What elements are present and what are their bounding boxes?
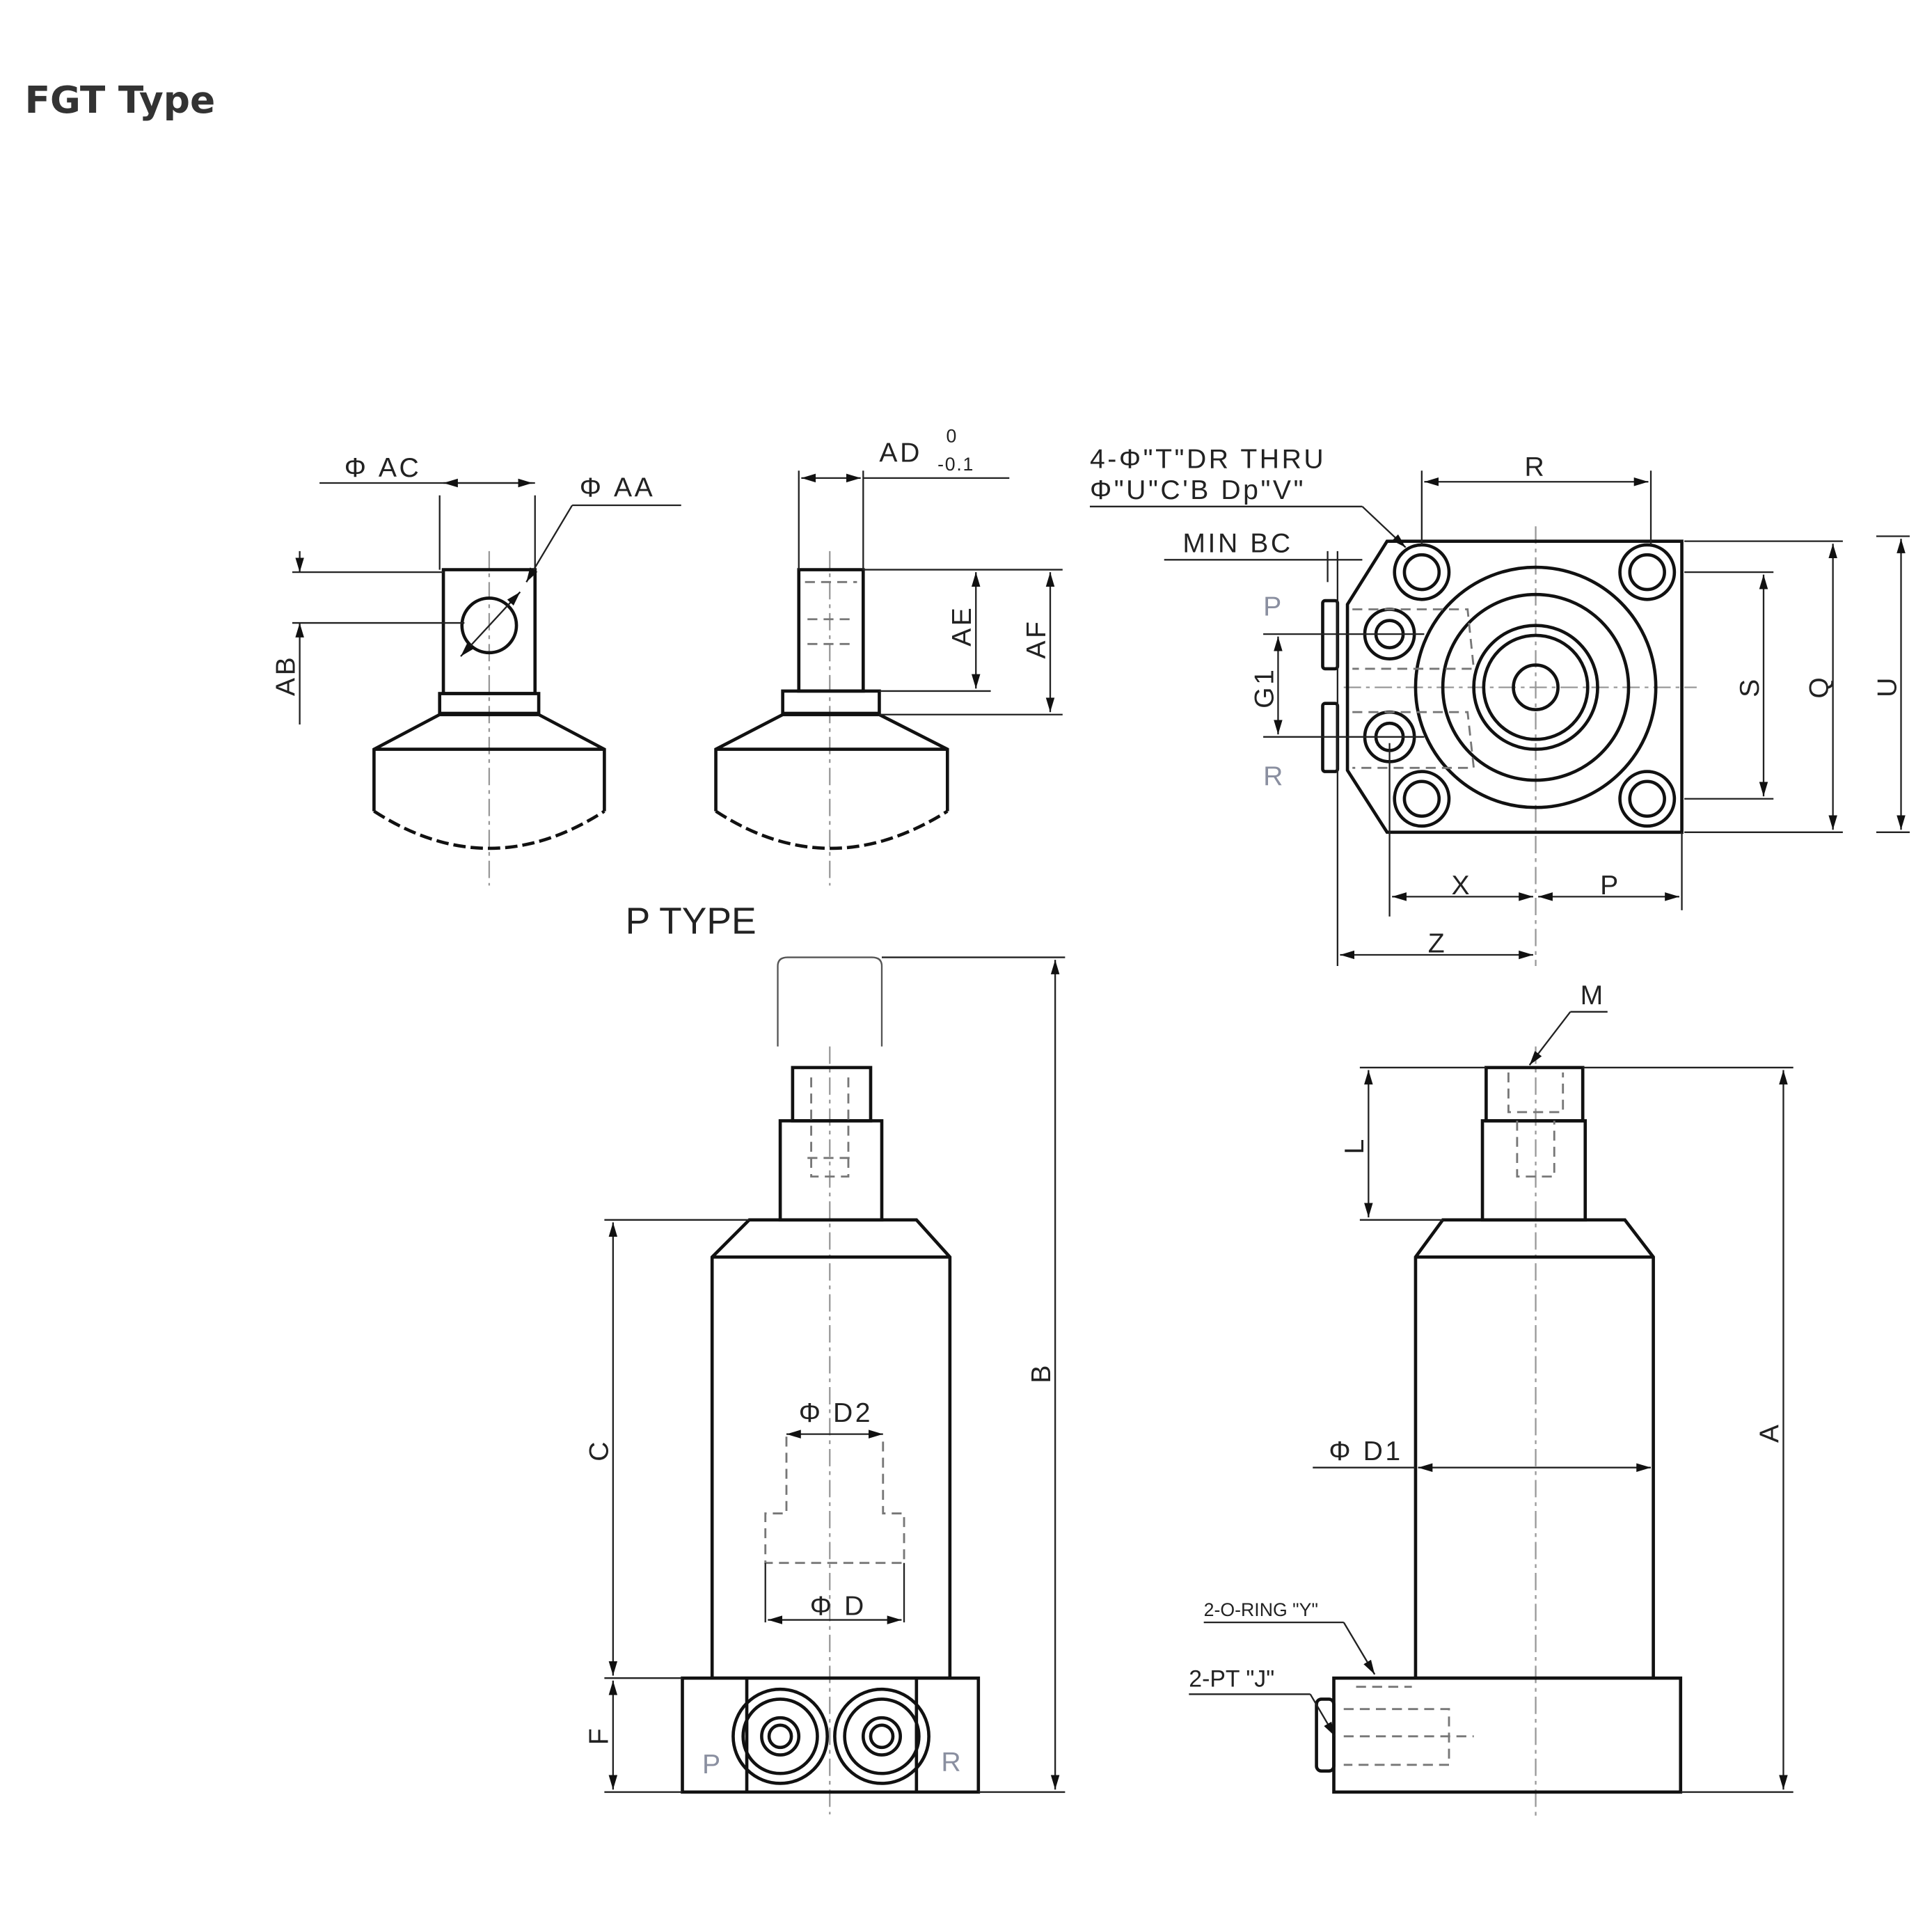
hole-note-line1: 4-Φ"T"DR THRU bbox=[1090, 445, 1326, 475]
dim-r-label: R bbox=[1525, 452, 1547, 482]
side-view: Φ D1 L M A 2-O-RING "Y" 2-PT "J" bbox=[1189, 981, 1794, 1821]
dim-g1-label: G1 bbox=[1249, 667, 1279, 708]
dim-ae-label: AE bbox=[947, 605, 977, 647]
port-p-label: P bbox=[1263, 592, 1284, 621]
dim-z-label: Z bbox=[1428, 928, 1447, 958]
top-right-view: R 4-Φ"T"DR THRU Φ"U"C'B Dp"V" MIN BC P R… bbox=[1089, 445, 1910, 966]
port-r-label: R bbox=[1263, 761, 1285, 791]
tolerance-lower: -0.1 bbox=[937, 454, 974, 475]
dim-a-label: A bbox=[1755, 1422, 1784, 1443]
pt-note: 2-PT "J" bbox=[1189, 1666, 1274, 1693]
p-type-label: P TYPE bbox=[626, 901, 757, 942]
dim-d1-label: Φ D1 bbox=[1329, 1436, 1402, 1466]
page-title: FGT Type bbox=[25, 78, 216, 122]
dim-ac-label: Φ AC bbox=[345, 453, 422, 483]
dim-x-label: X bbox=[1452, 871, 1473, 901]
dim-s-label: S bbox=[1735, 676, 1765, 697]
dim-l-label: L bbox=[1340, 1137, 1370, 1154]
dim-ab-label: AB bbox=[271, 655, 301, 696]
dim-aa-label: Φ AA bbox=[580, 473, 656, 503]
dim-d-label: Φ D bbox=[810, 1591, 866, 1621]
dim-b-label: B bbox=[1027, 1363, 1056, 1384]
min-bc-label: MIN BC bbox=[1182, 529, 1292, 559]
top-left-view: Φ AC Φ AA AB bbox=[271, 453, 681, 886]
dim-c-label: C bbox=[585, 1439, 615, 1462]
oring-note: 2-O-RING "Y" bbox=[1204, 1599, 1318, 1620]
dim-d2-label: Φ D2 bbox=[799, 1398, 873, 1428]
dim-ad-label: AD bbox=[879, 438, 921, 468]
dim-m-label: M bbox=[1581, 981, 1606, 1011]
dim-af-label: AF bbox=[1022, 619, 1052, 659]
port-r-label: R bbox=[941, 1748, 963, 1777]
port-fittings bbox=[731, 1687, 931, 1785]
dim-p-label: P bbox=[1600, 871, 1621, 901]
dim-u-label: U bbox=[1872, 675, 1902, 697]
dim-f-label: F bbox=[585, 1726, 615, 1745]
tolerance-upper: 0 bbox=[947, 425, 958, 446]
p-type-front-view: P TYPE Φ D2 Φ D P R B C bbox=[585, 901, 1066, 1814]
top-middle-view: AD 0 -0.1 AE AF bbox=[714, 425, 1063, 886]
dim-q-label: Q bbox=[1805, 675, 1835, 699]
hole-note-line2: Φ"U"C'B Dp"V" bbox=[1090, 475, 1306, 505]
port-p-label: P bbox=[702, 1750, 723, 1780]
